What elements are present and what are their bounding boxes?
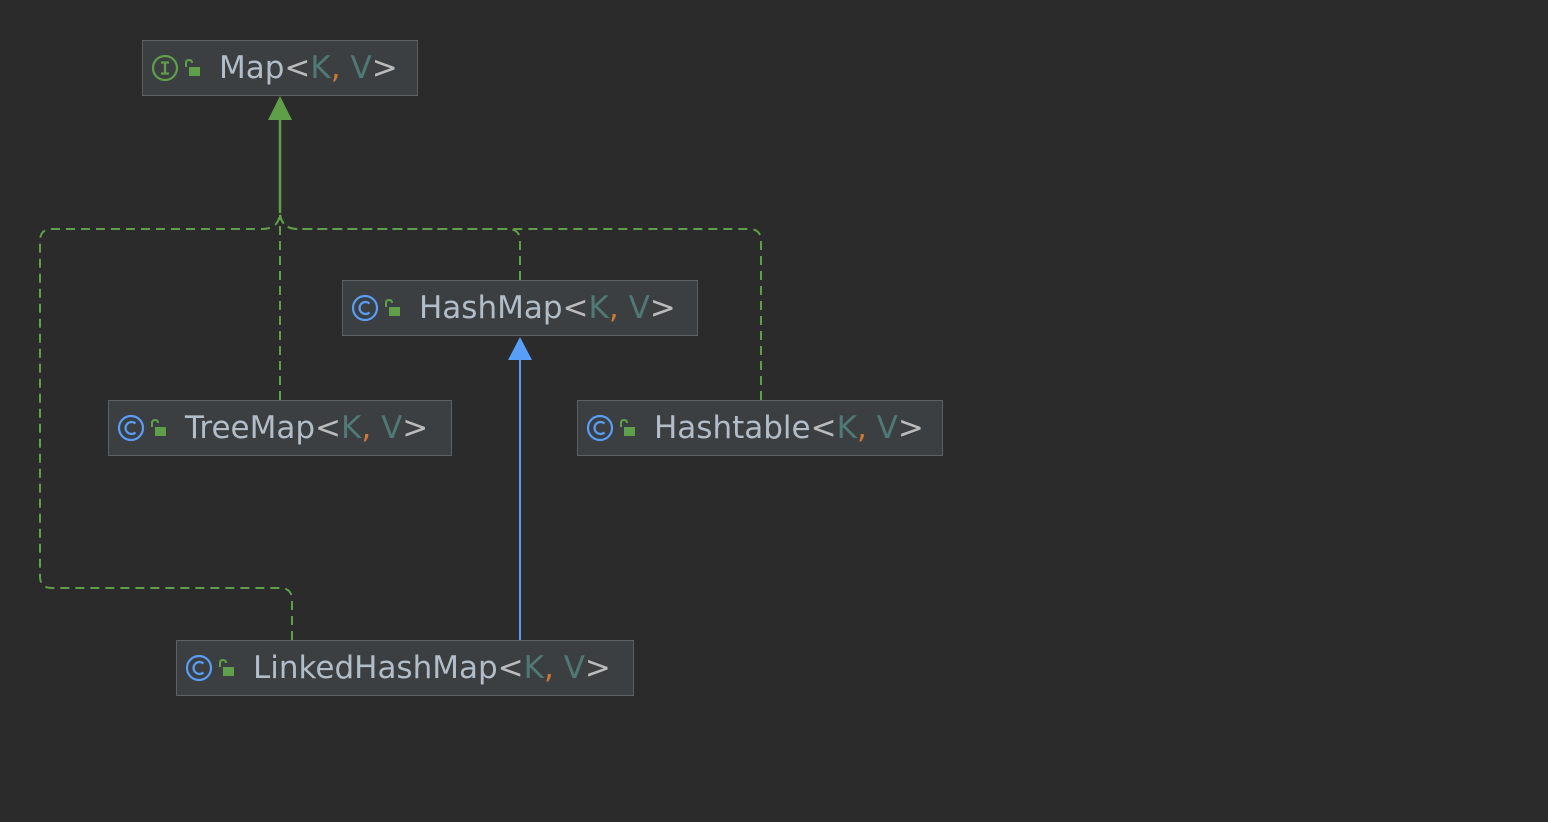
implements-arrowhead — [268, 96, 292, 120]
class-name: LinkedHashMap — [253, 649, 498, 686]
class-icon — [351, 294, 379, 322]
angle-open: < — [315, 409, 341, 446]
class-name: Map — [219, 49, 285, 86]
unlocked-padlock-icon — [620, 418, 635, 436]
edge-hashtable-implements-map — [279, 210, 762, 400]
node-label: Map<K, V> — [219, 49, 398, 86]
angle-close: > — [897, 409, 924, 446]
angle-close: > — [649, 289, 676, 326]
angle-open: < — [562, 289, 589, 326]
angle-close: > — [402, 409, 429, 446]
edge-hashmap-implements-map — [279, 210, 521, 280]
node-label: Hashtable<K, V> — [654, 409, 924, 446]
type-param-separator: , — [856, 409, 867, 446]
node-treemap[interactable]: TreeMap<K, V> — [108, 400, 452, 456]
type-param-k: K — [836, 409, 857, 446]
edge-linkedhashmap-implements-map — [39, 210, 293, 640]
type-param-separator: , — [330, 49, 341, 86]
type-param-v: V — [876, 409, 898, 446]
unlocked-padlock-icon — [185, 58, 200, 76]
type-param-v: V — [628, 289, 650, 326]
unlocked-padlock-icon — [219, 658, 234, 676]
interface-icon — [151, 54, 179, 82]
node-hashmap[interactable]: HashMap<K, V> — [342, 280, 698, 336]
node-label: LinkedHashMap<K, V> — [253, 649, 611, 686]
type-param-v: V — [563, 649, 585, 686]
node-hashtable[interactable]: Hashtable<K, V> — [577, 400, 943, 456]
type-param-v: V — [350, 49, 372, 86]
type-param-separator: , — [608, 289, 619, 326]
type-param-k: K — [588, 289, 609, 326]
unlocked-padlock-icon — [385, 298, 400, 316]
class-icon — [185, 654, 213, 682]
class-name: HashMap — [419, 289, 563, 326]
angle-open: < — [497, 649, 524, 686]
type-param-k: K — [310, 49, 331, 86]
node-label: TreeMap<K, V> — [185, 409, 429, 446]
extends-arrowhead — [508, 337, 532, 360]
angle-open: < — [810, 409, 837, 446]
unlocked-padlock-icon — [151, 418, 166, 436]
node-linkedhashmap[interactable]: LinkedHashMap<K, V> — [176, 640, 634, 696]
angle-close: > — [371, 49, 398, 86]
node-map[interactable]: Map<K, V> — [142, 40, 418, 96]
type-param-v: V — [381, 409, 403, 446]
type-param-separator: , — [543, 649, 554, 686]
type-param-k: K — [523, 649, 544, 686]
class-icon — [586, 414, 614, 442]
type-param-k: K — [341, 409, 362, 446]
class-name: TreeMap — [185, 409, 316, 446]
angle-open: < — [284, 49, 311, 86]
node-label: HashMap<K, V> — [419, 289, 676, 326]
class-icon — [117, 414, 145, 442]
angle-close: > — [584, 649, 611, 686]
class-name: Hashtable — [654, 409, 811, 446]
type-param-separator: , — [361, 409, 372, 446]
